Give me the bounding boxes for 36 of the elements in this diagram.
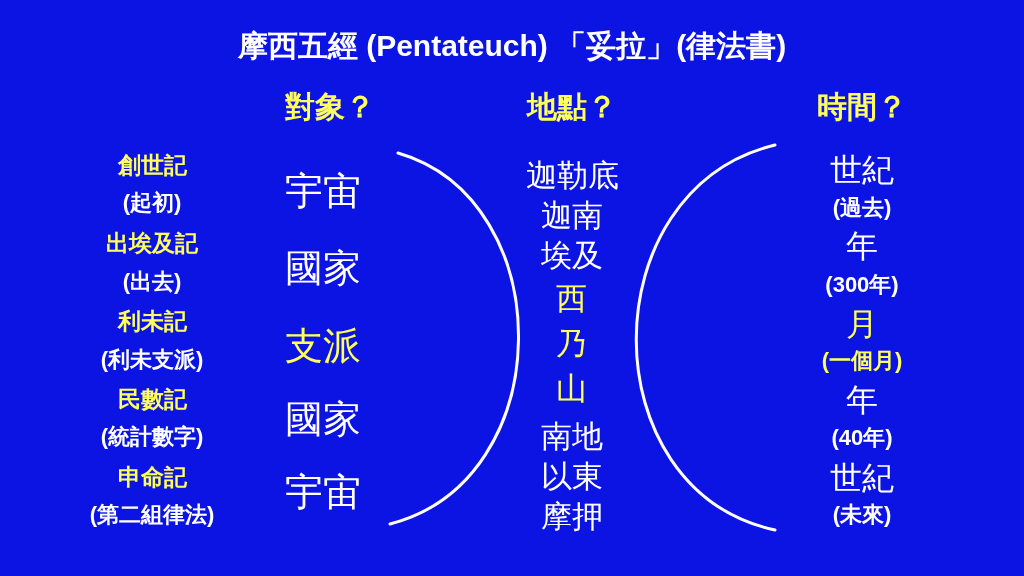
book-title: 利未記 <box>117 307 187 335</box>
book-subtitle: (統計數字) <box>100 424 204 450</box>
book-subtitle: (第二組律法) <box>89 502 215 528</box>
place-name: 埃及 <box>541 238 603 274</box>
subject-word: 支派 <box>285 325 361 369</box>
time-note: (未來) <box>832 502 892 528</box>
time-span: 世紀 <box>830 459 894 497</box>
book-subtitle: (出去) <box>122 269 182 295</box>
time-span: 世紀 <box>830 151 894 189</box>
subject-word: 國家 <box>285 247 361 291</box>
place-name: 摩押 <box>541 499 603 535</box>
book-subtitle: (起初) <box>122 190 182 216</box>
subject-word: 宇宙 <box>285 170 361 214</box>
subject-word: 宇宙 <box>285 471 361 515</box>
place-name: 迦南 <box>541 198 603 234</box>
slide-title: 摩西五經 (Pentateuch) 「妥拉」(律法書) <box>237 28 787 64</box>
column-heading: 地點？ <box>527 89 617 125</box>
time-note: (一個月) <box>821 348 903 374</box>
book-title: 創世記 <box>117 151 187 179</box>
time-span: 月 <box>846 305 878 343</box>
column-heading: 時間？ <box>817 89 907 125</box>
time-span: 年 <box>846 381 878 419</box>
book-subtitle: (利未支派) <box>100 347 204 373</box>
time-note: (過去) <box>832 195 892 221</box>
column-heading: 對象？ <box>285 89 375 125</box>
time-span: 年 <box>846 227 878 265</box>
book-title: 民數記 <box>117 385 187 413</box>
book-title: 申命記 <box>117 463 187 491</box>
time-note: (40年) <box>831 425 893 451</box>
time-note: (300年) <box>825 272 899 298</box>
place-name: 南地 <box>541 419 603 455</box>
place-name: 西乃山 <box>555 279 589 408</box>
place-name: 迦勒底 <box>525 158 619 194</box>
subject-word: 國家 <box>285 398 361 442</box>
book-title: 出埃及記 <box>106 229 198 257</box>
place-name: 以東 <box>541 459 603 495</box>
